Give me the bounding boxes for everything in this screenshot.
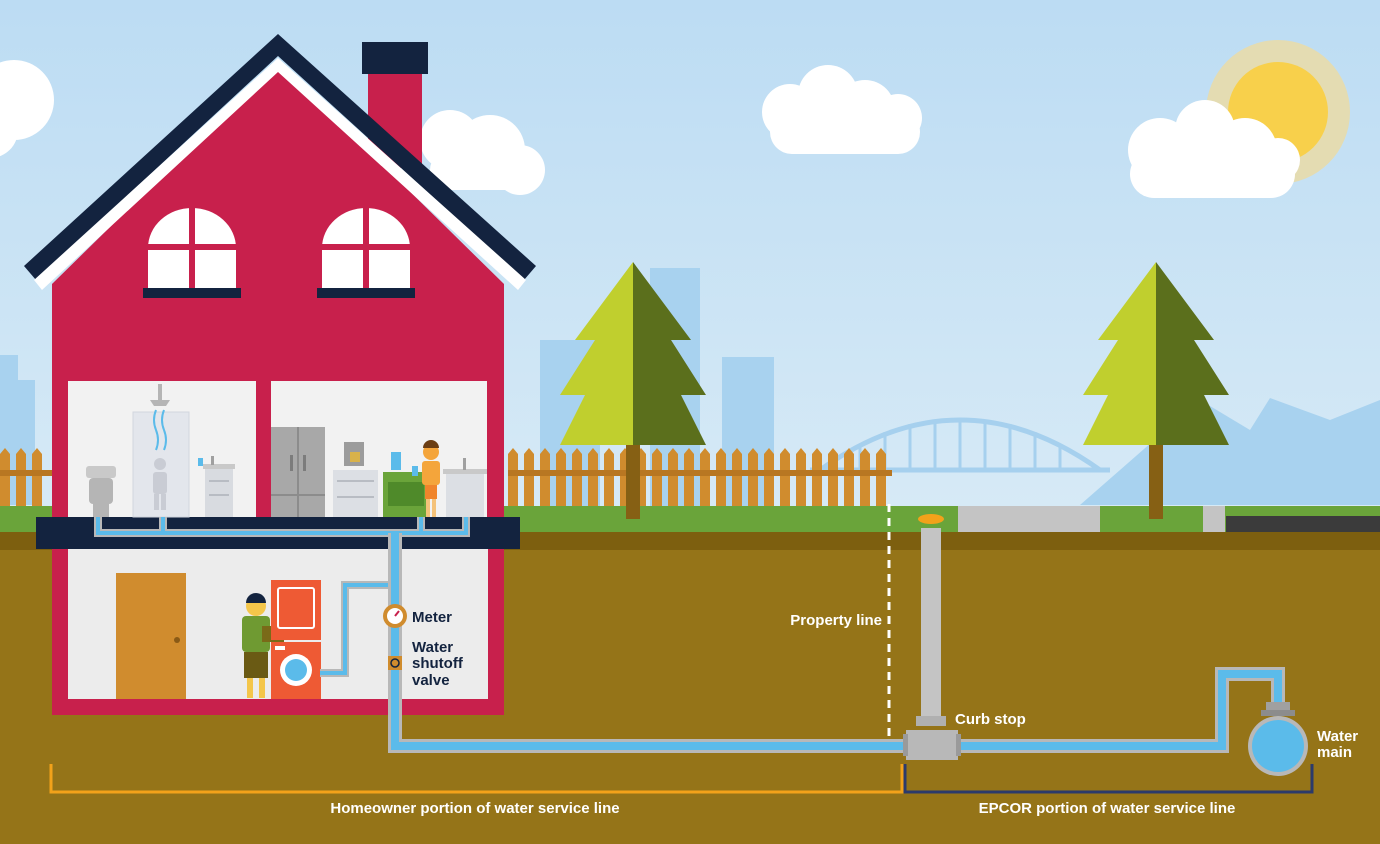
fence-icon	[508, 448, 892, 506]
water-main-icon	[1248, 702, 1308, 776]
shutoff-label-line1: Water	[412, 639, 453, 656]
fence-picket	[604, 448, 614, 506]
fence-picket	[812, 448, 822, 506]
fence-picket	[860, 448, 870, 506]
epcor-bracket	[903, 764, 1314, 794]
fence-picket	[588, 448, 598, 506]
cloud-icon	[1128, 100, 1300, 198]
curb-stop-icon	[903, 514, 961, 760]
fence-picket	[748, 448, 758, 506]
fence-picket	[796, 448, 806, 506]
fence-picket	[16, 448, 26, 506]
fence-rail	[0, 470, 52, 476]
meter-icon	[383, 604, 407, 628]
fence-picket	[508, 448, 518, 506]
fence-icon	[0, 448, 52, 506]
indoor-pipes	[94, 517, 470, 677]
curb-stop-label: Curb stop	[955, 711, 1026, 728]
door-icon	[116, 573, 186, 699]
fence-picket	[652, 448, 662, 506]
fence-picket	[700, 448, 710, 506]
window	[143, 206, 241, 298]
meter-label: Meter	[412, 609, 452, 626]
fridge-icon	[271, 427, 325, 517]
washer-icon	[271, 642, 321, 699]
homeowner-portion-label: Homeowner portion of water service line	[330, 800, 619, 817]
person-icon	[412, 440, 440, 517]
fence-picket	[732, 448, 742, 506]
sidewalk	[958, 506, 1100, 532]
sink-icon	[198, 456, 235, 517]
cloud-icon	[420, 110, 545, 195]
dryer-icon	[271, 580, 321, 640]
fence-picket	[540, 448, 550, 506]
water-main-label-line1: Water	[1317, 728, 1358, 745]
fence-picket	[572, 448, 582, 506]
property-line-label: Property line	[790, 612, 882, 629]
sidewalk	[1203, 506, 1225, 532]
fence-rail	[508, 470, 892, 476]
toilet-icon	[86, 466, 116, 517]
fence-picket	[684, 448, 694, 506]
tree-icon	[1083, 262, 1229, 519]
fence-picket	[668, 448, 678, 506]
fence-picket	[556, 448, 566, 506]
person-icon	[154, 458, 166, 470]
cloud-icon	[762, 65, 922, 154]
fence-picket	[716, 448, 726, 506]
shutoff-label-line2: shutoff	[412, 655, 464, 672]
shower-icon	[132, 384, 190, 518]
fence-picket	[32, 448, 42, 506]
shutoff-label-line3: valve	[412, 672, 450, 689]
valve-icon	[388, 656, 402, 670]
fence-picket	[780, 448, 790, 506]
cabinet	[333, 442, 378, 517]
sink-icon	[443, 458, 487, 517]
homeowner-bracket	[49, 764, 904, 794]
chimney-cap	[362, 42, 428, 74]
fence-picket	[876, 448, 886, 506]
epcor-portion-label: EPCOR portion of water service line	[979, 800, 1236, 817]
cloud-icon	[0, 60, 54, 157]
fence-picket	[828, 448, 838, 506]
stove-icon	[383, 452, 429, 517]
fence-picket	[524, 448, 534, 506]
fence-picket	[764, 448, 774, 506]
road	[1226, 516, 1380, 532]
tree-icon	[560, 262, 706, 519]
water-main-label-line2: main	[1317, 744, 1352, 761]
fence-picket	[0, 448, 10, 506]
window	[317, 206, 415, 298]
fence-picket	[844, 448, 854, 506]
